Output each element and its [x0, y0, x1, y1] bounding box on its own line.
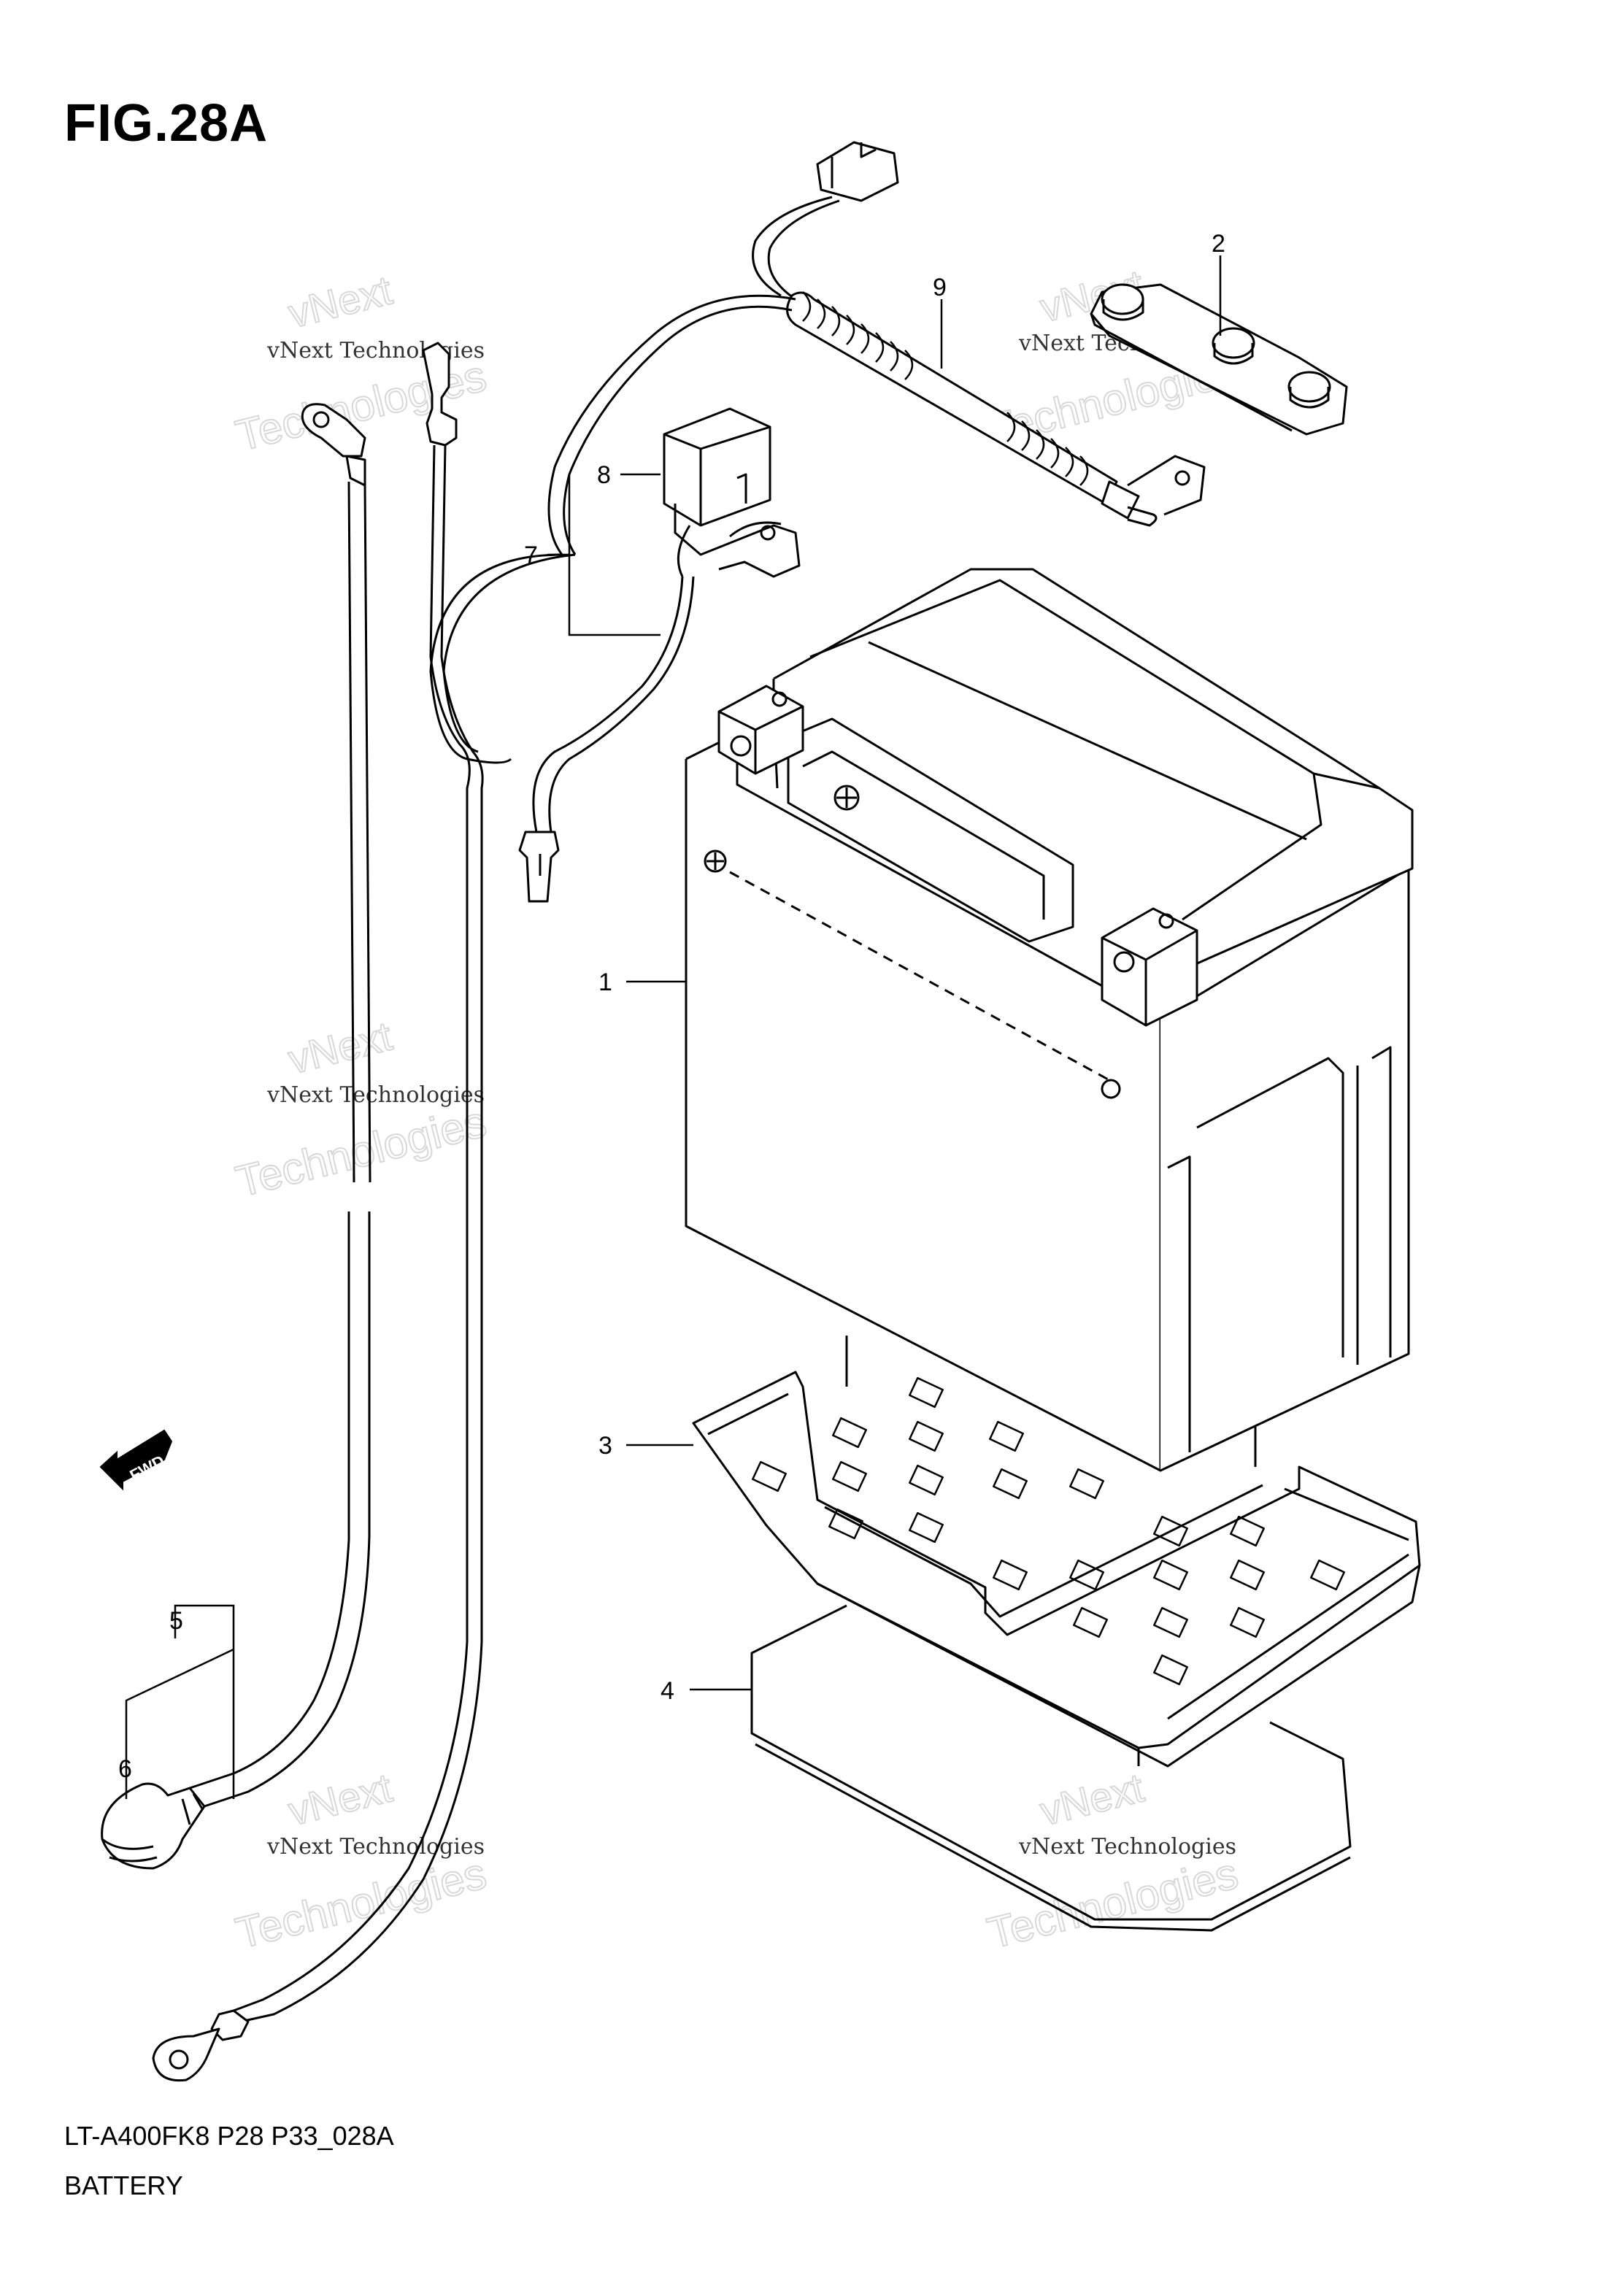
leader-6: [125, 1648, 234, 1799]
callout-8: 8: [597, 461, 611, 489]
svg-text:vNext: vNext: [284, 1764, 397, 1834]
svg-text:Technologies: Technologies: [983, 1849, 1243, 1958]
svg-text:vNext Technologies: vNext Technologies: [1018, 1834, 1236, 1860]
leader-5: [174, 1604, 235, 1799]
battery-band: [1090, 283, 1348, 436]
tray-vent-slots: [752, 1376, 1345, 1686]
watermark-6: vNext Technologies vNext Technologies: [982, 1763, 1244, 1958]
callout-1: 1: [598, 968, 612, 996]
leader-lines: [125, 255, 1222, 1799]
svg-text:vNext: vNext: [1036, 1764, 1149, 1834]
leader-7: [547, 553, 661, 636]
fuse-holder: [663, 407, 801, 578]
battery: [685, 568, 1414, 1472]
watermark-3: vNext Technologies vNext Technologies: [231, 1012, 492, 1206]
callout-numbers: 1 2 3 4 5 6 7 8 9: [118, 230, 1225, 1783]
battery-pad: [750, 1604, 1352, 1932]
callout-6: 6: [118, 1755, 132, 1783]
svg-text:vNext Technologies: vNext Technologies: [266, 1082, 485, 1108]
svg-text:Technologies: Technologies: [231, 1849, 491, 1958]
svg-text:vNext: vNext: [284, 1012, 397, 1082]
battery-tray: [692, 1336, 1421, 1768]
positive-cable: [101, 403, 371, 1870]
negative-cable: [152, 342, 484, 2082]
svg-text:vNext: vNext: [284, 266, 397, 336]
fwd-arrow: FWD: [99, 1429, 173, 1491]
svg-text:Technologies: Technologies: [231, 1097, 491, 1206]
callout-2: 2: [1212, 230, 1225, 258]
callout-9: 9: [933, 274, 947, 301]
callout-4: 4: [661, 1677, 674, 1705]
callout-5: 5: [169, 1607, 183, 1635]
callout-7: 7: [524, 542, 538, 569]
svg-text:vNext Technologies: vNext Technologies: [266, 1834, 485, 1860]
callout-3: 3: [598, 1432, 612, 1460]
relay-harness: [429, 141, 1206, 903]
model-code: LT-A400FK8 P28 P33_028A: [64, 2121, 394, 2151]
figure-title: FIG.28A: [64, 94, 269, 153]
figure-caption: BATTERY: [64, 2170, 183, 2200]
